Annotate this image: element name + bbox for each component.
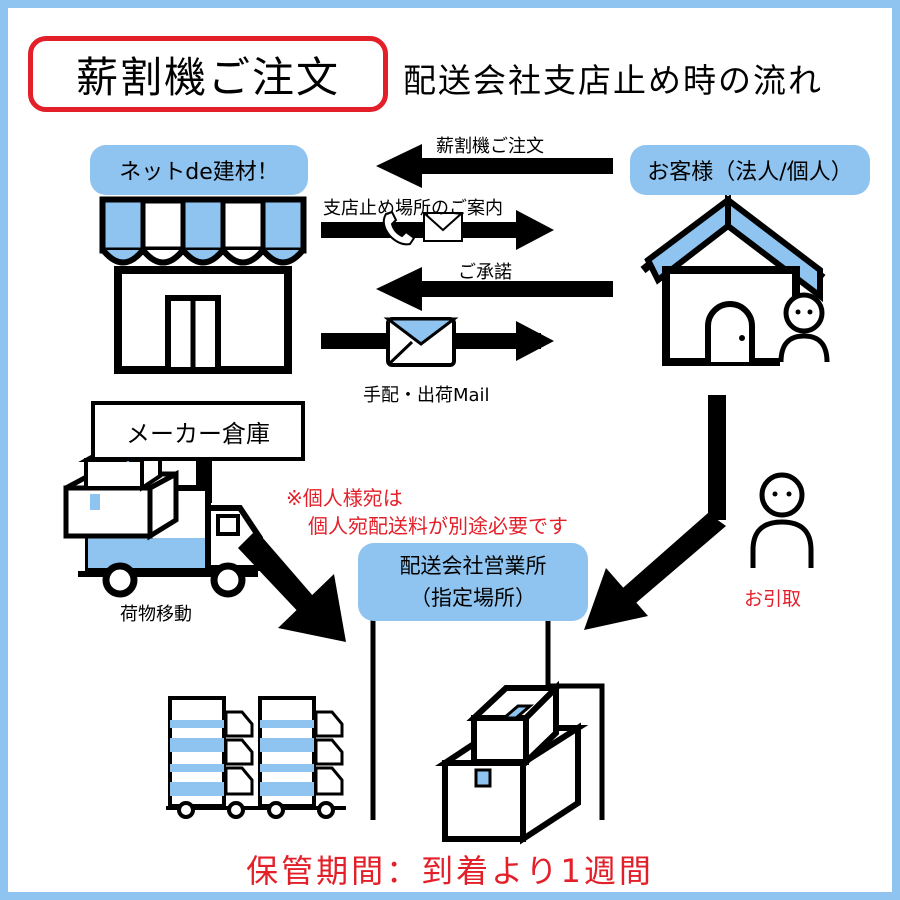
arrow-order [376,144,613,188]
shop-icon [99,196,307,374]
personal-note-line2: 個人宛配送料が別途必要です [308,514,568,538]
truck-label: 荷物移動 [120,604,192,625]
page-subtitle: 配送会社支店止め時の流れ [403,61,823,100]
office-building-icon [370,615,605,820]
office-boxes-icon [435,680,589,845]
arrow-consent [376,267,613,311]
mail-arrow-label: 手配・出荷Mail [363,385,490,406]
customer-person-icon [778,292,830,378]
page-title: 薪割機ご注文 [75,52,340,102]
office-label-line1: 配送会社営業所 [399,554,547,578]
pickup-person-icon [750,472,814,568]
warehouse-label: メーカー倉庫 [91,401,305,461]
arrow-mail [321,317,554,367]
office-label: 配送会社営業所 （指定場所） [358,543,588,621]
diagram-frame: 薪割機ご注文 配送会社支店止め時の流れ ネットde建材！ お客様（法人/個人） … [8,8,892,892]
diagram-graphics [63,144,830,845]
arrow-truck-to-office [238,530,346,642]
warehouse-label-text: メーカー倉庫 [126,419,270,448]
truck-boxes-icon [63,446,179,541]
arrow-customer-to-office [584,395,726,630]
storage-period: 保管期間：到着より1週間 [246,852,654,890]
arrow-guide [321,210,554,250]
pickup-label: お引取 [744,588,802,610]
personal-note-line1: ※個人様宛は [286,486,403,510]
fleet-trucks-icon [166,696,346,819]
consent-arrow-label: ご承諾 [458,262,512,283]
title-box: 薪割機ご注文 [28,36,388,112]
shop-label: ネットde建材！ [90,145,308,195]
guide-arrow-label: 支店止め場所のご案内 [323,198,503,219]
house-icon [640,193,826,366]
office-label-line2: （指定場所） [410,586,536,610]
order-arrow-label: 薪割機ご注文 [436,136,544,157]
customer-label: お客様（法人/個人） [630,145,870,195]
